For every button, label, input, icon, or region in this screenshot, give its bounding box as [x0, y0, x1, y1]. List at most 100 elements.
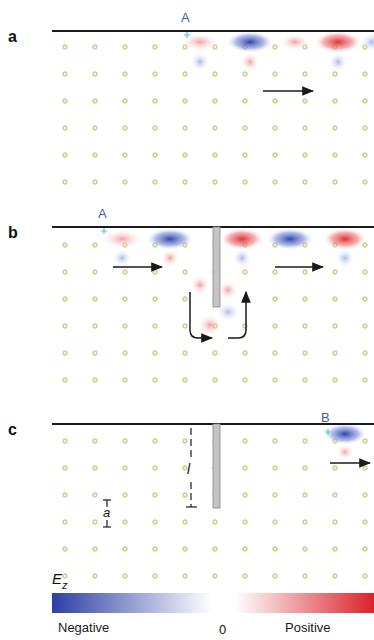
rod [153, 126, 157, 130]
rod [63, 466, 67, 470]
obstacle-bar [213, 227, 220, 508]
rod [93, 153, 97, 157]
rod [153, 466, 157, 470]
legend-swatch [235, 593, 374, 613]
rod [63, 72, 67, 76]
source-label: A [98, 207, 107, 220]
rod [333, 351, 337, 355]
edge-walls [52, 31, 374, 424]
length-label: l [187, 462, 190, 476]
rod [273, 493, 277, 497]
rod [303, 520, 307, 524]
rod [183, 351, 187, 355]
rod [153, 153, 157, 157]
rod [183, 270, 187, 274]
rod [333, 297, 337, 301]
rod [303, 99, 307, 103]
rod [153, 547, 157, 551]
rod [273, 180, 277, 184]
field-lobe [180, 32, 220, 52]
rod [243, 439, 247, 443]
field-lobe [146, 228, 194, 250]
rod [183, 520, 187, 524]
field-lobe [266, 228, 314, 250]
rod [123, 574, 127, 578]
rod [93, 126, 97, 130]
rod [93, 466, 97, 470]
rod [273, 324, 277, 328]
rod [183, 72, 187, 76]
colour-bar [52, 593, 374, 613]
rod [123, 520, 127, 524]
rod [333, 378, 337, 382]
rod [243, 99, 247, 103]
rod [243, 378, 247, 382]
field-lobe [314, 31, 362, 53]
rod [93, 547, 97, 551]
rod [153, 72, 157, 76]
rod [213, 153, 217, 157]
rod [333, 180, 337, 184]
rod [303, 351, 307, 355]
rod [303, 493, 307, 497]
rod [243, 270, 247, 274]
rod [273, 270, 277, 274]
rod [153, 99, 157, 103]
rod [63, 493, 67, 497]
field-symbol: E [52, 571, 62, 586]
rod [153, 439, 157, 443]
rod [63, 180, 67, 184]
lattice-constant: a [103, 506, 110, 519]
rod [93, 324, 97, 328]
rod [153, 351, 157, 355]
rod [123, 180, 127, 184]
rod [153, 520, 157, 524]
rod [333, 324, 337, 328]
field-lobe [240, 52, 260, 72]
rod [303, 324, 307, 328]
rod [93, 297, 97, 301]
rod [363, 99, 367, 103]
rod [273, 466, 277, 470]
rod [363, 180, 367, 184]
rod [153, 324, 157, 328]
rod [333, 520, 337, 524]
rod [333, 466, 337, 470]
rod [333, 574, 337, 578]
rod [63, 153, 67, 157]
rod [213, 72, 217, 76]
rod [213, 547, 217, 551]
rod [183, 439, 187, 443]
rod [333, 270, 337, 274]
rod [63, 99, 67, 103]
rod [243, 180, 247, 184]
rod [303, 72, 307, 76]
rod [93, 574, 97, 578]
legend-swatch [52, 593, 212, 613]
propagation-arrows [113, 91, 370, 463]
rod [183, 378, 187, 382]
field-lobe [218, 280, 238, 300]
field-lobe [323, 228, 367, 250]
field-lobe [226, 31, 274, 53]
rod [63, 439, 67, 443]
rod [303, 547, 307, 551]
rod [273, 72, 277, 76]
rod [63, 574, 67, 578]
rod [243, 72, 247, 76]
field-lobe [336, 444, 354, 460]
rod [363, 378, 367, 382]
rod [123, 378, 127, 382]
field-lobe [198, 314, 222, 336]
rod [183, 126, 187, 130]
source-label: B [321, 411, 330, 424]
rod [123, 297, 127, 301]
rod [123, 466, 127, 470]
rod [93, 351, 97, 355]
rod [243, 520, 247, 524]
rod [63, 270, 67, 274]
rod [123, 493, 127, 497]
rod [93, 72, 97, 76]
rod [93, 243, 97, 247]
